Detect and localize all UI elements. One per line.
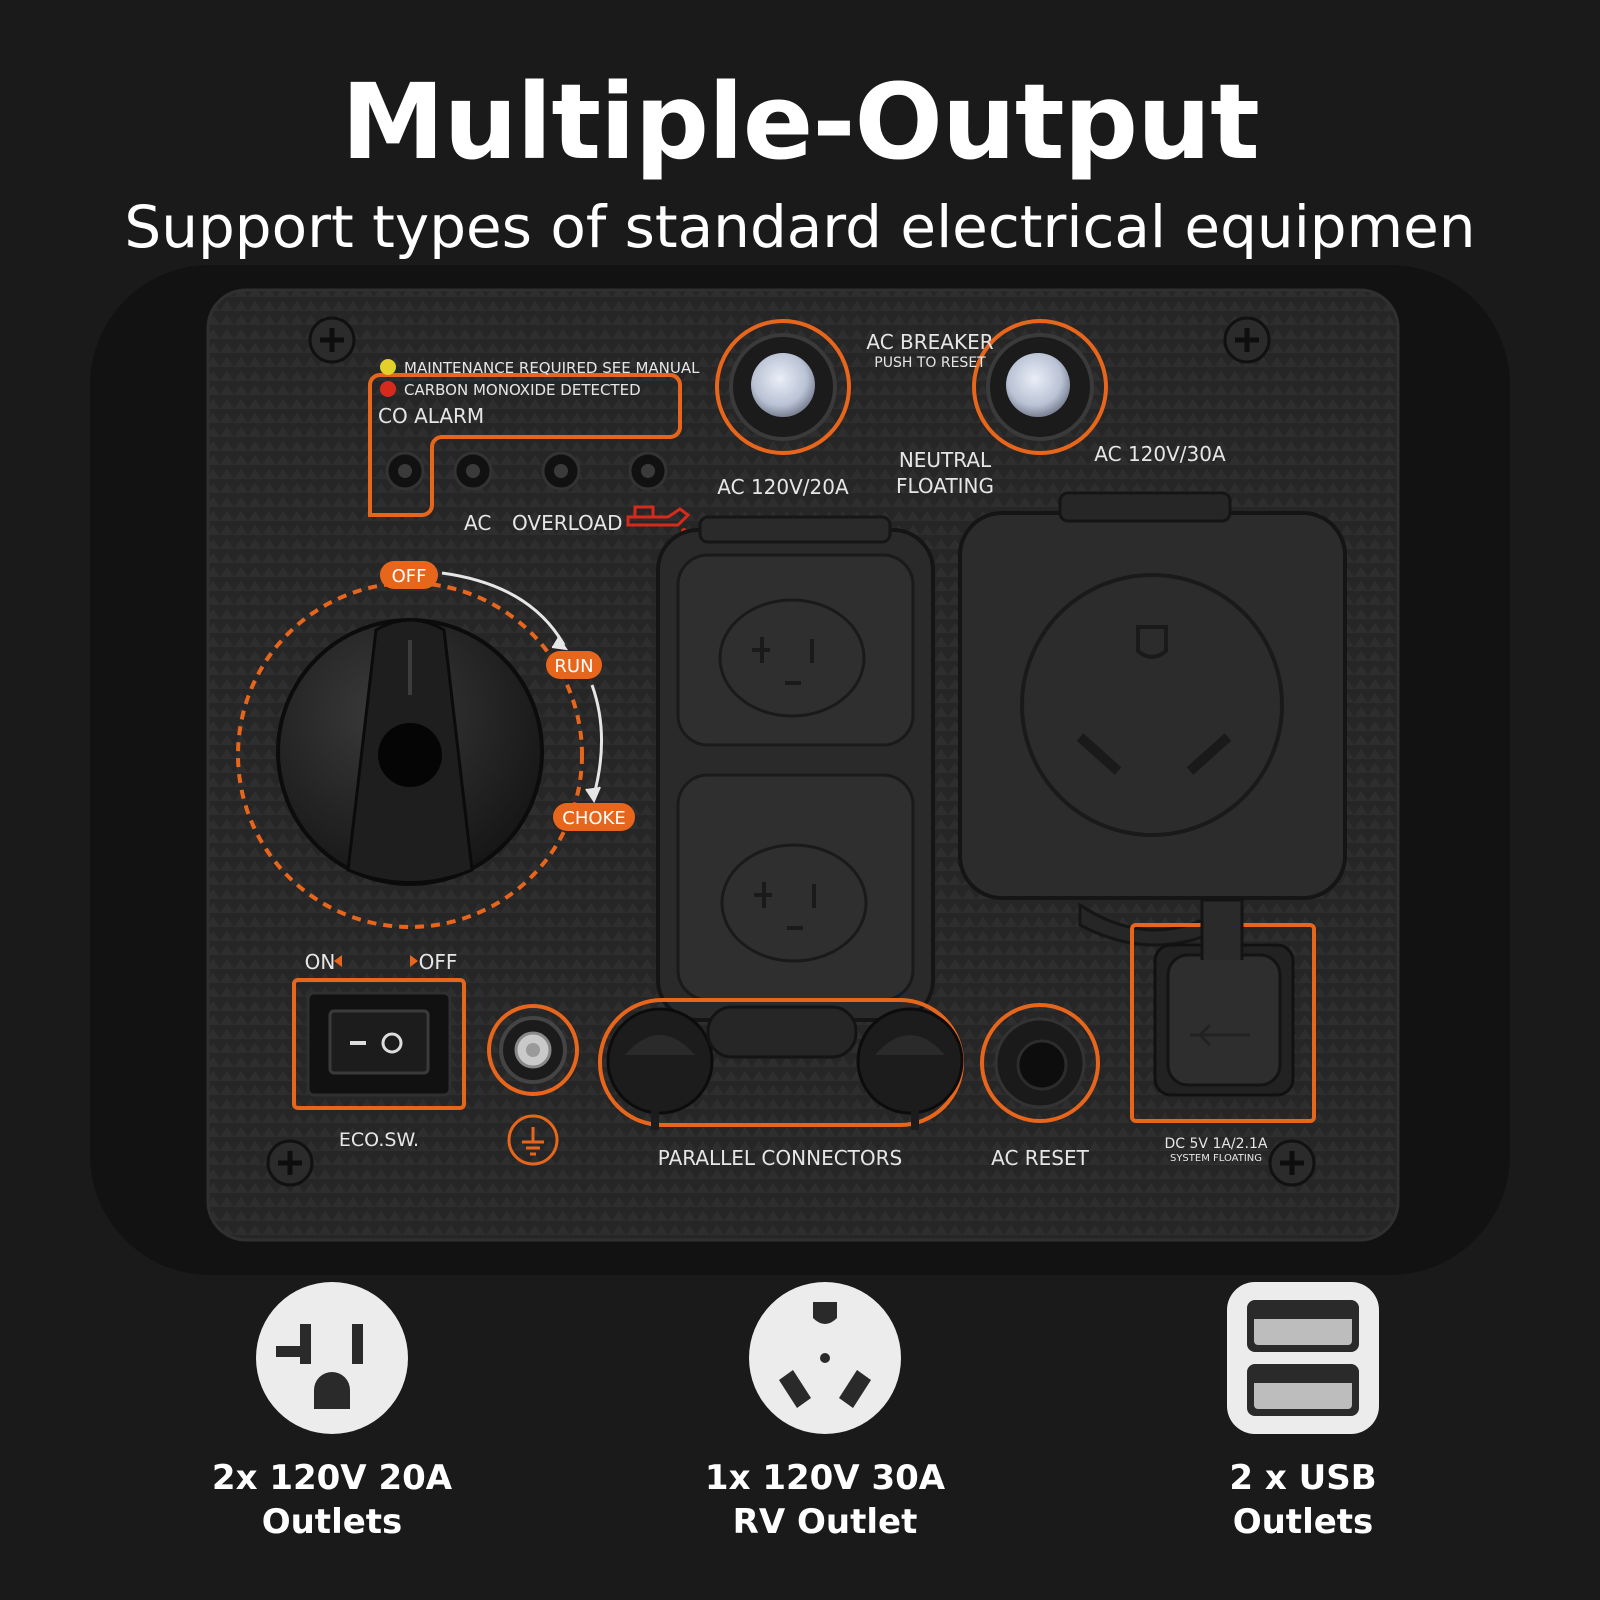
feature-30a-line2: RV Outlet [732,1502,918,1542]
feature-usb-label: 2 x USB Outlets [1123,1456,1483,1544]
ac-indicator-label: AC [464,511,491,535]
dial-run-badge [546,651,602,679]
eco-off-label: OFF [419,950,458,974]
ground-symbol-icon [507,1114,559,1166]
led-indicator [628,451,668,491]
feature-30a-label: 1x 120V 30A RV Outlet [645,1456,1005,1544]
arrow-run-choke-icon [590,684,604,796]
dc-sub-label: SYSTEM FLOATING [1170,1153,1262,1164]
page-title: Multiple-Output [341,61,1260,183]
generator-control-panel: MAINTENANCE REQUIRED SEE MANUAL CARBON M… [80,255,1520,1285]
dual-usb-icon [1227,1282,1379,1434]
maintenance-label: MAINTENANCE REQUIRED SEE MANUAL [404,359,700,377]
breaker-title: AC BREAKER [866,330,993,354]
outlet-30a-label: AC 120V/30A [1094,442,1226,466]
overload-indicator-label: OVERLOAD [512,511,623,535]
eco-on-label: ON [305,950,336,974]
usb-port-cover[interactable] [1153,898,1295,1097]
dial-off-badge [380,561,438,589]
page-subtitle: Support types of standard electrical equ… [124,193,1476,261]
led-indicator [385,451,425,491]
feature-usb-line2: Outlets [1232,1502,1374,1542]
screw-icon [266,1139,314,1187]
neutral-label-2: FLOATING [896,474,994,498]
eco-rocker-switch[interactable] [292,978,466,1110]
parallel-label: PARALLEL CONNECTORS [658,1146,902,1170]
feature-20a-label: 2x 120V 20A Outlets [152,1456,512,1544]
screw-icon [1268,1139,1316,1187]
feature-20a-line2: Outlets [261,1502,403,1542]
dial-track [236,581,584,929]
dial-choke-badge [553,803,635,831]
tt-30-rv-outlet-icon [749,1282,901,1434]
nema-5-20-outlet-icon [256,1282,408,1434]
feature-30a-line1: 1x 120V 30A [704,1458,946,1498]
parallel-connector-left[interactable] [606,1007,714,1130]
ac-reset-label: AC RESET [991,1146,1090,1170]
outlet-30a-cover[interactable] [958,491,1347,947]
carbon-indicator-icon [380,381,396,397]
breaker-30a-button[interactable] [972,319,1108,455]
arrow-off-run-icon [441,571,566,646]
carbon-label: CARBON MONOXIDE DETECTED [404,381,641,399]
screw-icon [308,316,356,364]
led-indicator [541,451,581,491]
neutral-label-1: NEUTRAL [899,448,992,472]
parallel-connector-right[interactable] [856,1007,964,1130]
eco-switch-label: ECO.SW. [339,1129,419,1151]
ground-terminal[interactable] [487,1004,579,1096]
screw-icon [1223,316,1271,364]
dial-choke-label: CHOKE [562,808,625,829]
led-indicator [453,451,493,491]
rotary-dial-knob[interactable] [276,618,544,886]
dial-run-label: RUN [554,656,593,677]
maintenance-indicator-icon [380,359,396,375]
outlet-20a-label: AC 120V/20A [717,475,849,499]
co-alarm-label: CO ALARM [378,404,484,428]
feature-20a-line1: 2x 120V 20A [211,1458,453,1498]
dc-label: DC 5V 1A/2.1A [1165,1136,1268,1152]
breaker-subtitle: PUSH TO RESET [874,355,986,371]
breaker-20a-button[interactable] [715,319,851,455]
feature-usb-line1: 2 x USB [1229,1458,1377,1498]
ac-reset-button[interactable] [980,1003,1100,1123]
dial-off-label: OFF [392,566,427,587]
co-alarm-frame [368,373,682,517]
outlet-20a-cover[interactable] [656,515,935,1022]
